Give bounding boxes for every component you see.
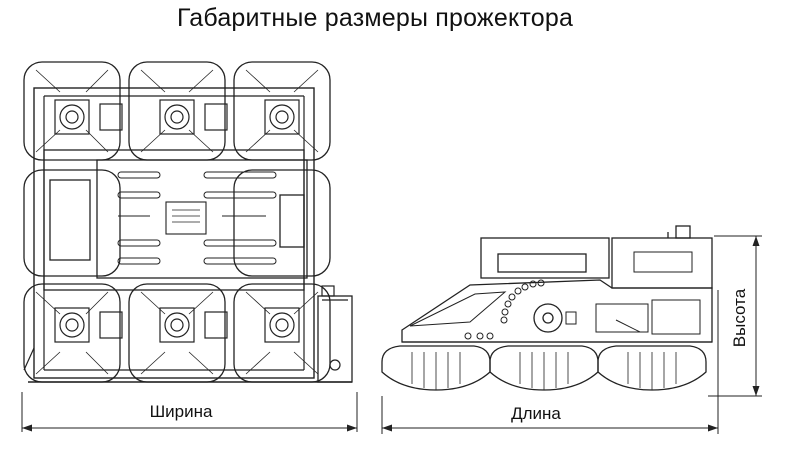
front-frame bbox=[33, 87, 315, 379]
rivet-arc bbox=[500, 279, 545, 324]
height-dimension bbox=[708, 235, 762, 397]
side-bracket bbox=[401, 279, 713, 343]
length-dimension bbox=[381, 290, 719, 434]
length-label: Длина bbox=[511, 404, 561, 423]
mount-hubs bbox=[54, 99, 300, 343]
side-lamp-heads bbox=[381, 345, 707, 391]
width-label: Ширина bbox=[150, 402, 213, 421]
side-driver-box bbox=[611, 237, 713, 289]
nameplate bbox=[165, 201, 207, 235]
junction-box bbox=[317, 295, 353, 383]
right-driver-box bbox=[279, 194, 305, 248]
side-view bbox=[381, 225, 713, 391]
height-label: Высота bbox=[730, 288, 749, 347]
front-center-plate bbox=[43, 149, 305, 291]
vent-slots bbox=[117, 171, 277, 265]
page-title: Габаритные размеры прожектора bbox=[176, 4, 574, 32]
top-housing bbox=[480, 237, 610, 279]
adjust-knob bbox=[533, 303, 563, 333]
left-driver-box bbox=[49, 179, 91, 261]
width-dimension bbox=[21, 392, 358, 432]
front-view bbox=[23, 61, 353, 383]
